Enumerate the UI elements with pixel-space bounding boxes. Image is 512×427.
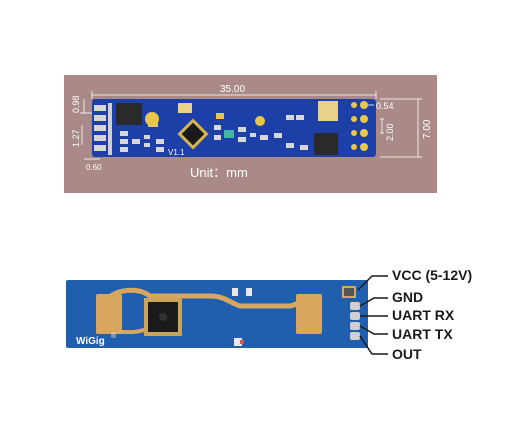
- dimension-lines: [80, 91, 422, 160]
- bottom-left-dimension-label: 0.60: [86, 163, 102, 172]
- antenna-traces: [96, 294, 322, 334]
- right-pin-pads: [351, 101, 368, 151]
- passives-middle: [214, 115, 308, 150]
- dimension-drawing-panel: V1.1: [64, 75, 437, 193]
- left-pin-header: [94, 103, 112, 155]
- passives-left: [120, 131, 164, 152]
- crystal: [178, 103, 192, 113]
- pin-label-uart-rx: UART RX: [392, 307, 455, 323]
- pin-connector: [342, 286, 360, 340]
- pin-label-vcc: VCC (5-12V): [392, 267, 472, 283]
- brand-label: WiGig: [76, 336, 105, 347]
- main-radar-chip: [177, 118, 209, 150]
- smd-part: [145, 112, 159, 126]
- unit-label: Unit：mm: [190, 165, 248, 180]
- small-components: [232, 288, 252, 346]
- pin-leader-lines: [357, 275, 388, 355]
- left-top-dimension-label: 0.98: [71, 95, 81, 113]
- height-dimension-label: 7.00: [422, 119, 433, 139]
- pin-label-gnd: GND: [392, 289, 423, 305]
- antenna-feed-line: [106, 287, 309, 309]
- module-photo-panel: WiGig ® VCC (5-12V) GND UART RX UART TX …: [0, 258, 512, 398]
- led-pad: [216, 113, 224, 119]
- dimension-drawing: V1.1: [71, 84, 433, 180]
- version-label: V1.1: [168, 148, 185, 157]
- antenna-connector: [318, 101, 338, 121]
- pad-dimension-label: 0.54: [376, 101, 394, 111]
- mcu-chip: [314, 133, 338, 155]
- via-pad: [255, 116, 265, 126]
- registered-mark: ®: [111, 332, 117, 340]
- pitch-dimension-label: 2.00: [385, 123, 395, 141]
- pin-label-uart-tx: UART TX: [392, 326, 453, 342]
- length-dimension-label: 35.00: [220, 84, 245, 95]
- radar-chip: [144, 298, 182, 336]
- module-photo: WiGig ® VCC (5-12V) GND UART RX UART TX …: [66, 267, 472, 362]
- regulator-chip: [116, 103, 142, 125]
- pin-label-out: OUT: [392, 346, 422, 362]
- left-pitch-dimension-label: 1.27: [71, 129, 81, 147]
